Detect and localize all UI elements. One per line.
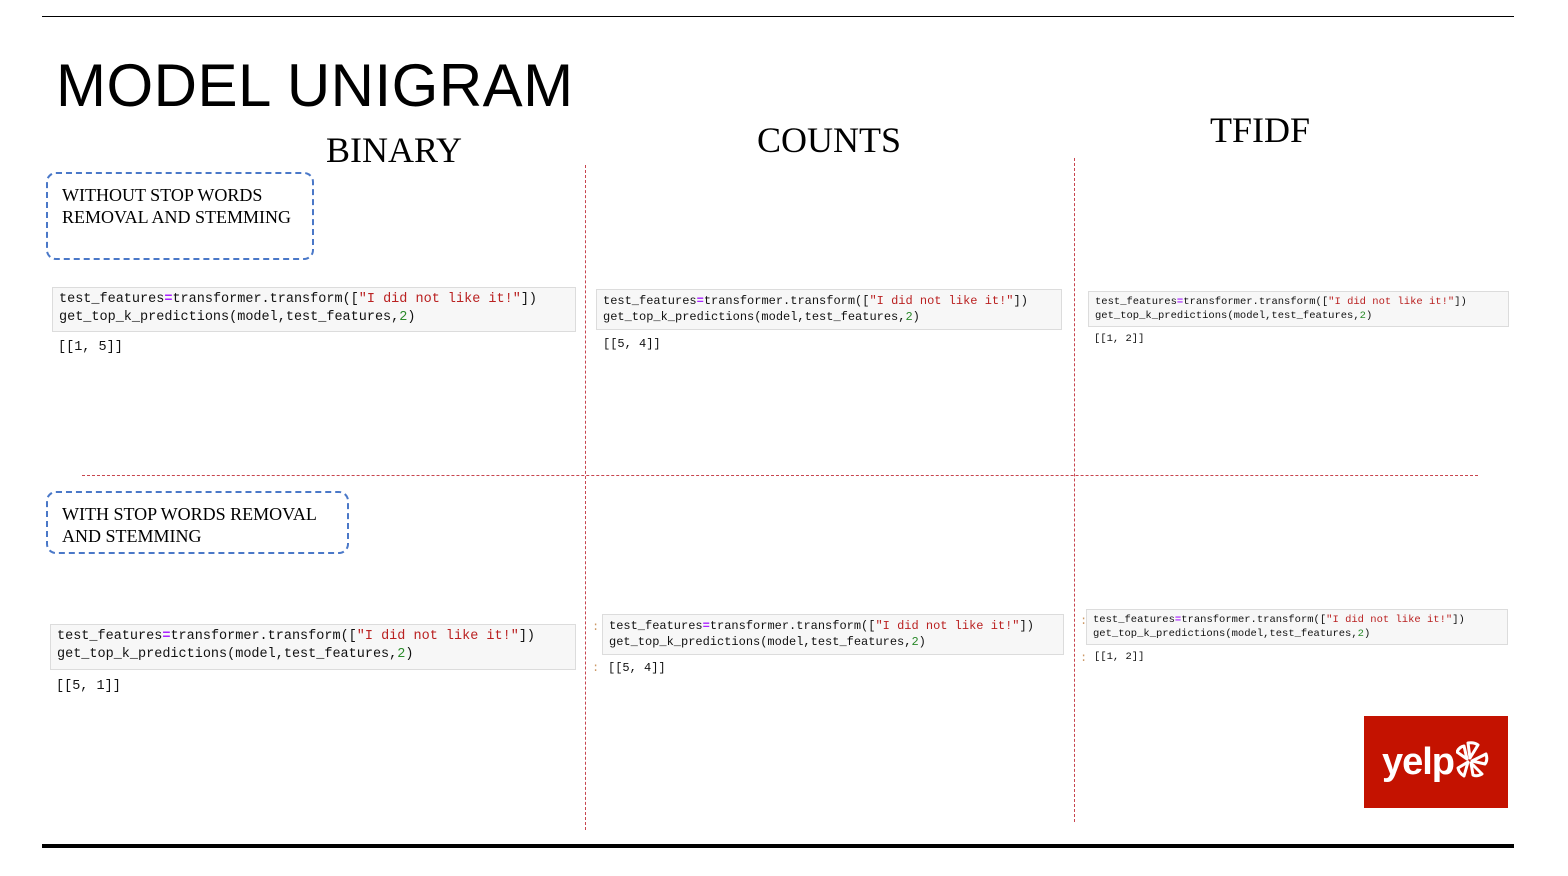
output-tfidf-without: [[1, 2]] [1094,333,1145,345]
yelp-logo: yelp [1364,716,1508,808]
output-tfidf-with: [[1, 2]] [1094,651,1145,663]
code-cell-tfidf-with[interactable]: test_features=transformer.transform(["I … [1086,609,1508,645]
prompt-marker: : [1080,614,1088,628]
column-divider-left [585,165,586,830]
row-divider [82,475,1478,476]
output-counts-without: [[5, 4]] [603,337,661,351]
column-header-binary: BINARY [326,130,463,170]
row-label-without-text: WITHOUT STOP WORDS REMOVAL AND STEMMING [62,185,292,227]
code-cell-counts-with[interactable]: test_features=transformer.transform(["I … [602,614,1064,655]
code-cell-tfidf-without[interactable]: test_features=transformer.transform(["I … [1088,291,1509,327]
output-counts-with: [[5, 4]] [608,661,666,675]
column-header-counts: COUNTS [757,120,902,160]
column-divider-right [1074,158,1075,822]
row-label-without: WITHOUT STOP WORDS REMOVAL AND STEMMING [46,172,314,260]
yelp-burst-icon [1455,740,1490,784]
top-rule [42,16,1514,17]
row-label-with: WITH STOP WORDS REMOVAL AND STEMMING [46,491,349,554]
prompt-marker: : [592,620,600,634]
code-cell-binary-without[interactable]: test_features=transformer.transform(["I … [52,287,576,332]
prompt-marker: : [592,661,600,675]
prompt-marker: : [1080,651,1088,665]
code-cell-binary-with[interactable]: test_features=transformer.transform(["I … [50,624,576,670]
output-binary-without: [[1, 5]] [58,340,123,355]
output-binary-with: [[5, 1]] [56,679,121,694]
code-cell-counts-without[interactable]: test_features=transformer.transform(["I … [596,289,1062,330]
column-header-tfidf: TFIDF [1210,110,1311,150]
page-title: MODEL UNIGRAM [56,52,574,119]
row-label-with-text: WITH STOP WORDS REMOVAL AND STEMMING [62,504,317,546]
bottom-rule [42,844,1514,848]
yelp-logo-wordmark: yelp [1381,740,1455,783]
